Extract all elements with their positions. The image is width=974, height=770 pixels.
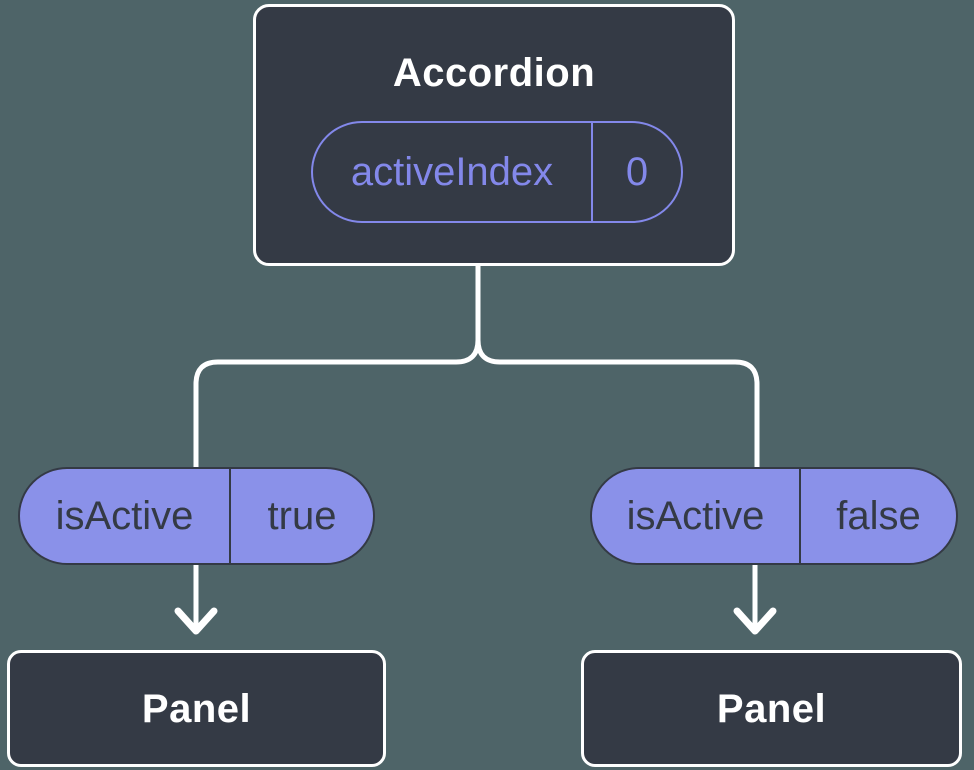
arrow-head [733,607,777,635]
down-arrow-icon-right [733,564,777,635]
state-value-cell: 0 [593,123,681,221]
prop-value-label: false [836,494,921,538]
component-title: Accordion [392,51,596,95]
state-name-cell: activeIndex [313,123,593,221]
state-pill: activeIndex 0 [311,121,683,223]
prop-name-cell: isActive [592,469,801,563]
arrow-head [174,607,218,635]
prop-pill-left: isActive true [18,467,375,565]
panel-component-node-left: Panel [7,650,386,767]
component-title: Panel [141,686,252,731]
prop-pill-right: isActive false [590,467,958,565]
prop-value-cell: false [801,469,956,563]
prop-name-cell: isActive [20,469,231,563]
accordion-component-node: Accordion activeIndex 0 [253,4,735,266]
state-name-label: activeIndex [350,150,554,194]
state-value-label: 0 [625,150,649,194]
prop-name-label: isActive [626,494,765,538]
panel-component-node-right: Panel [581,650,962,767]
branch-line-left [193,263,481,468]
prop-name-label: isActive [55,494,194,538]
component-title: Panel [716,686,827,731]
down-arrow-icon-left [174,564,218,635]
prop-value-cell: true [231,469,373,563]
branch-line-right [475,263,760,468]
prop-value-label: true [267,494,337,538]
